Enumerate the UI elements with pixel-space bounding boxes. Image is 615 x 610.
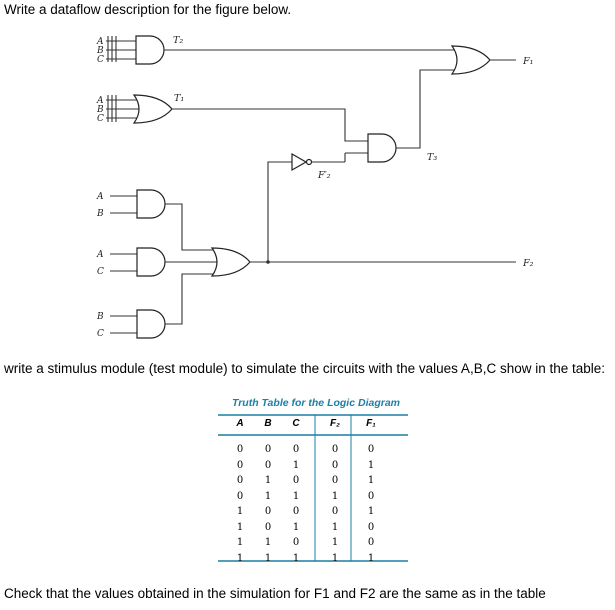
or-gate-f2: F₂ — [210, 247, 534, 277]
table-cell: 1 — [331, 552, 339, 564]
table-cell: 1 — [264, 490, 272, 502]
table-cell: 0 — [367, 444, 375, 455]
table-cell: 1 — [367, 506, 375, 517]
table-cell: 1 — [236, 506, 244, 517]
label-t1: T₁ — [174, 93, 184, 104]
table-cell: 0 — [264, 521, 272, 533]
table-cell: 1 — [292, 490, 300, 502]
g3-input-b: B — [96, 209, 104, 219]
table-cell: 0 — [331, 506, 339, 517]
g5-input-c: C — [97, 329, 104, 339]
table-cell: 1 — [236, 521, 244, 533]
table-cell: 0 — [292, 506, 300, 517]
table-cell: 0 — [292, 537, 300, 548]
g1-input-c: C — [97, 55, 104, 65]
table-cell: 1 — [367, 475, 375, 486]
table-cell: 0 — [292, 475, 300, 486]
truth-table-rules — [218, 414, 408, 562]
table-cell: 0 — [264, 506, 272, 517]
g2-input-c: C — [97, 114, 104, 124]
g4-input-a: A — [96, 250, 104, 260]
g5-input-b: B — [96, 312, 104, 322]
table-cell: 1 — [264, 475, 272, 486]
g1-input-a: A — [96, 37, 104, 47]
question-part-1: Write a dataflow description for the fig… — [4, 2, 292, 17]
table-cell: 1 — [264, 552, 272, 564]
and-gate-bc: B C — [96, 273, 215, 339]
or-gate-f1: F₁ — [450, 45, 533, 75]
header-b: B — [264, 418, 272, 429]
g1-input-b: B — [96, 46, 104, 56]
table-cell: 1 — [331, 521, 339, 533]
and-gate-ac: A C — [96, 247, 217, 277]
and-gate-t2: A B C T₂ — [96, 35, 470, 65]
table-cell: 0 — [331, 475, 339, 486]
label-f2-bar: F′₂ — [317, 170, 331, 181]
table-cell: 1 — [367, 552, 375, 564]
truth-table-title: Truth Table for the Logic Diagram — [231, 397, 400, 409]
g2-input-b: B — [96, 105, 104, 115]
table-cell: 0 — [264, 459, 272, 471]
table-cell: 0 — [264, 444, 272, 455]
and-gate-t3: T₃ — [367, 69, 456, 163]
table-cell: 0 — [367, 490, 375, 502]
g4-input-c: C — [97, 267, 104, 277]
header-f2: F₂ — [330, 418, 340, 429]
table-cell: 0 — [236, 444, 244, 455]
header-c: C — [292, 418, 300, 429]
table-cell: 1 — [331, 537, 339, 548]
and-gate-ab: A B — [96, 189, 215, 251]
table-cell: 0 — [331, 444, 339, 455]
table-cell: 1 — [331, 490, 339, 502]
table-cell: 0 — [236, 475, 244, 486]
table-cell: 1 — [292, 459, 300, 471]
table-cell: 0 — [367, 537, 375, 548]
label-t2: T₂ — [173, 35, 183, 46]
table-cell: 1 — [367, 459, 375, 471]
question-part-3: Check that the values obtained in the si… — [4, 586, 546, 601]
table-cell: 0 — [331, 459, 339, 471]
label-f1: F₁ — [522, 56, 533, 67]
table-cell: 0 — [292, 444, 300, 455]
g3-input-a: A — [96, 192, 104, 202]
table-cell: 0 — [367, 521, 375, 533]
table-cell: 1 — [292, 521, 300, 533]
label-f2: F₂ — [522, 258, 534, 269]
table-cell: 1 — [292, 552, 300, 564]
table-cell: 0 — [236, 459, 244, 471]
table-cell: 1 — [236, 552, 244, 564]
table-cell: 1 — [264, 537, 272, 548]
g2-input-a: A — [96, 96, 104, 106]
table-cell: 1 — [236, 537, 244, 548]
label-t3: T₃ — [427, 152, 437, 163]
header-f1: F₁ — [366, 418, 376, 429]
table-cell: 0 — [236, 490, 244, 502]
inverter-f2-bar: F′₂ — [267, 152, 368, 262]
header-a: A — [236, 418, 244, 429]
logic-diagram: A B C T₂ A B C T₁ A B A C — [96, 35, 534, 339]
question-part-2: write a stimulus module (test module) to… — [4, 361, 606, 376]
or-gate-t1: A B C T₁ — [96, 93, 368, 142]
